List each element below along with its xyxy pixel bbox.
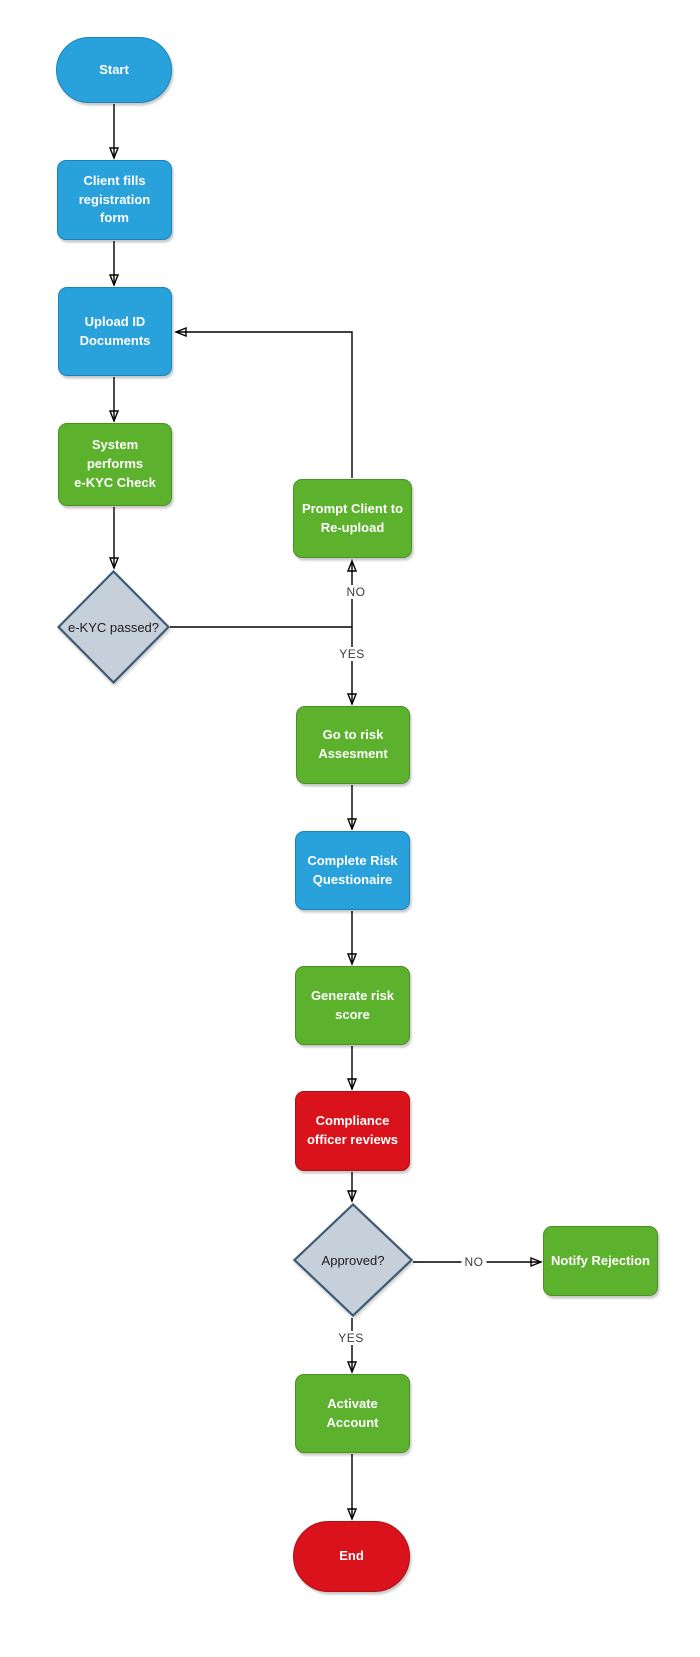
- node-label: Start: [99, 61, 129, 77]
- node-generate-risk-score: Generate risk score: [295, 966, 410, 1045]
- node-activate-account: Activate Account: [295, 1374, 410, 1453]
- node-label: End: [339, 1548, 364, 1564]
- node-system-performs-ekyc-check: System performs e-KYC Check: [58, 423, 172, 506]
- edge-label-yes-ekyc: YES: [336, 647, 368, 661]
- edge-label-no-ekyc: NO: [343, 585, 369, 599]
- node-compliance-officer-reviews: Compliance officer reviews: [295, 1091, 410, 1171]
- node-end: End: [293, 1521, 410, 1592]
- node-start: Start: [56, 37, 172, 103]
- node-label: Notify Rejection: [551, 1252, 650, 1268]
- node-ekyc-passed-decision: e-KYC passed?: [57, 570, 170, 684]
- edge-label-no-approved: NO: [461, 1255, 487, 1269]
- node-approved-decision: Approved?: [293, 1203, 413, 1317]
- node-notify-rejection: Notify Rejection: [543, 1226, 658, 1296]
- node-label: Approved?: [321, 1252, 385, 1268]
- node-label: Generate risk score: [310, 987, 395, 1022]
- node-label: System performs e-KYC Check: [74, 437, 156, 490]
- node-label: Client fills registration form: [78, 172, 151, 226]
- node-client-fills-registration-form: Client fills registration form: [57, 160, 172, 240]
- node-complete-risk-questionaire: Complete Risk Questionaire: [295, 831, 410, 910]
- node-label: e-KYC passed?: [67, 619, 160, 635]
- node-label: Complete Risk Questionaire: [307, 852, 398, 887]
- diamond-shape: [57, 570, 170, 684]
- node-label: Go to risk Assesment: [318, 727, 388, 761]
- node-prompt-client-to-reupload: Prompt Client to Re-upload: [293, 479, 412, 558]
- node-label: Upload ID Documents: [79, 313, 151, 348]
- node-label: Compliance officer reviews: [306, 1113, 399, 1147]
- diamond-shape: [293, 1203, 413, 1317]
- node-upload-id-documents: Upload ID Documents: [58, 287, 172, 376]
- edge-label-yes-approved: YES: [335, 1331, 367, 1345]
- node-label: Prompt Client to Re-upload: [301, 500, 404, 535]
- node-go-to-risk-assesment: Go to risk Assesment: [296, 706, 410, 784]
- node-label: Activate Account: [326, 1395, 379, 1430]
- edge-prompt-to-upload: [176, 332, 353, 478]
- edge-ekyc-no-to-prompt: [170, 561, 352, 628]
